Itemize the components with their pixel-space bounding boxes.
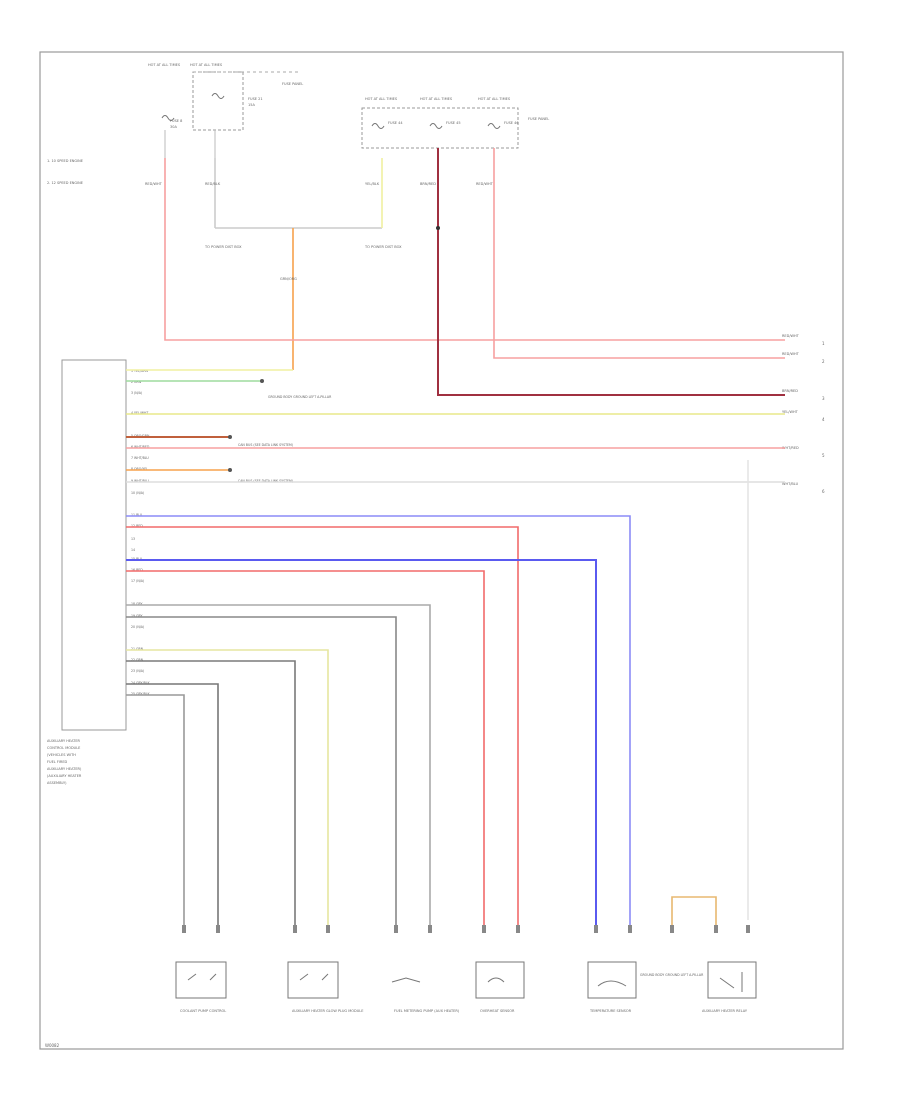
component-coolant-pump: COOLANT PUMP CONTROL	[175, 961, 227, 1013]
right-end-3-num: 3	[822, 396, 825, 401]
component-5-label: TEMPERATURE SENSOR	[589, 1009, 632, 1013]
fuse-2-name: FUSE 45	[446, 121, 461, 125]
bottom-ground-note: GROUND BODY GROUND LEFT A-PILLAR	[640, 973, 704, 977]
right-end-6-label: WHT/BLU	[782, 482, 799, 486]
fuse-b-top: HOT AT ALL TIMES	[190, 63, 223, 67]
wire-label-top-2: RED/BLK	[205, 182, 221, 186]
pin-23: 23 (N/A)	[131, 669, 144, 673]
pin-4: 4 YEL/WHT	[131, 411, 148, 415]
wire-label-top-5: RED/WHT	[476, 182, 494, 186]
component-glow-plug-module: AUXILIARY HEATER GLOW PLUG MODULE	[287, 961, 363, 1013]
right-end-3-label: BRN/RED	[782, 389, 798, 393]
component-fuel-metering-pump: FUEL METERING PUMP (AUX HEATER)	[391, 977, 460, 1013]
junction-left-label: TO POWER DIST BOX	[204, 245, 242, 249]
pin-8: 8 ORG/YEL	[131, 467, 148, 471]
pin-22: 22 GRN	[131, 658, 144, 662]
wire-label-top-1: RED/WHT	[145, 182, 163, 186]
wire-label-top-3: YEL/BLK	[365, 182, 380, 186]
left-fuse-panel: HOT AT ALL TIMES HOT AT ALL TIMES FUSE 8…	[148, 63, 303, 158]
module-label-5: AUXILIARY HEATER)	[47, 767, 82, 771]
junction-right-label: TO POWER DIST BOX	[364, 245, 402, 249]
component-2-label: AUXILIARY HEATER GLOW PLUG MODULE	[292, 1009, 363, 1013]
fuse-a-top: HOT AT ALL TIMES	[148, 63, 181, 67]
pin-2: 2 GRN	[131, 380, 142, 384]
pin-14: 14	[131, 548, 135, 552]
wire-label-top-6: GRN/ORG	[280, 277, 297, 281]
right-end-4-label: YEL/WHT	[782, 410, 799, 414]
fuse-a-name: FUSE 8	[170, 119, 182, 123]
right-end-4-num: 4	[822, 417, 825, 422]
pin-24: 24 GRY/BLK	[131, 681, 151, 685]
module-label-3: (VEHICLES WITH	[47, 753, 76, 757]
pin-10: 10 (N/A)	[131, 491, 144, 495]
right-fuse-panel-label: FUSE PANEL	[528, 117, 549, 121]
left-fuse-panel-label: FUSE PANEL	[282, 82, 303, 86]
pin-12: 12 RED	[131, 524, 143, 528]
fuse-1-name: FUSE 44	[388, 121, 403, 125]
pin-13: 13	[131, 537, 135, 541]
component-4-label: OVERHEAT SENSOR	[480, 1009, 515, 1013]
module-label-1: AUXILIARY HEATER	[47, 739, 81, 743]
fuse-b-rating: 15A	[248, 103, 255, 107]
can-bus-note-1: CAN BUS (SEE DATA LINK SYSTEM)	[238, 443, 293, 447]
wire-label-top-4: BRN/RED	[420, 182, 436, 186]
pin-19: 19 GRY	[131, 614, 143, 618]
component-1-label: COOLANT PUMP CONTROL	[180, 1009, 226, 1013]
top-wires: TO POWER DIST BOX TO POWER DIST BOX RED/…	[145, 148, 785, 396]
bottom-connectors	[182, 925, 750, 933]
right-end-5-label: WHT/RED	[782, 446, 799, 450]
fuse-1-top: HOT AT ALL TIMES	[365, 97, 398, 101]
pin-1: 1 YEL/GRN	[131, 369, 149, 373]
pin-9: 9 WHT/BLU	[131, 479, 149, 483]
pin-3: 3 (N/A)	[131, 391, 142, 395]
left-note-2: 2. 12 SPEED ENGINE	[47, 181, 83, 185]
right-end-2-num: 2	[822, 359, 825, 364]
right-end-2-label: RED/WHT	[782, 352, 800, 356]
module-label-4: FUEL FIRED	[47, 760, 68, 764]
right-end-5-num: 5	[822, 453, 825, 458]
right-end-6-num: 6	[822, 489, 825, 494]
can-bus-note-2: CAN BUS (SEE DATA LINK SYSTEM)	[238, 479, 293, 483]
module-pins: 1 YEL/GRN 2 GRN 3 (N/A) 4 YEL/WHT 5 ORG/…	[131, 369, 332, 696]
fuse-3-top: HOT AT ALL TIMES	[478, 97, 511, 101]
diagram-border	[39, 51, 844, 1050]
fuse-3-name: FUSE 46	[504, 121, 519, 125]
fuse-b-name: FUSE 21	[248, 97, 263, 101]
module-ground-note: GROUND BODY GROUND LEFT A-PILLAR	[268, 395, 332, 399]
pin-21: 21 GRN	[131, 647, 144, 651]
control-module: AUXILIARY HEATER CONTROL MODULE (VEHICLE…	[47, 359, 127, 785]
right-end-1-num: 1	[822, 341, 825, 346]
fuse-2-top: HOT AT ALL TIMES	[420, 97, 453, 101]
pin-20: 20 (N/A)	[131, 625, 144, 629]
module-wires	[126, 369, 785, 925]
component-temperature-sensor: TEMPERATURE SENSOR	[587, 961, 637, 1013]
right-end-1-label: RED/WHT	[782, 334, 800, 338]
left-notes: 1. 10 SPEED ENGINE 2. 12 SPEED ENGINE	[47, 159, 83, 185]
module-label-2: CONTROL MODULE	[47, 746, 80, 750]
pin-11: 11 BLU	[131, 513, 143, 517]
component-6-label: AUXILIARY HEATER RELAY	[702, 1009, 748, 1013]
component-relay: AUXILIARY HEATER RELAY GROUND BODY GROUN…	[640, 961, 757, 1013]
left-note-1: 1. 10 SPEED ENGINE	[47, 159, 83, 163]
diagram-code: W0082	[45, 1043, 60, 1048]
component-overheat-sensor: OVERHEAT SENSOR	[475, 961, 525, 1013]
pin-7: 7 WHT/BLU	[131, 456, 149, 460]
right-end-labels: RED/WHT 1 RED/WHT 2 BRN/RED 3 YEL/WHT 4 …	[782, 334, 825, 494]
pin-18: 18 GRY	[131, 602, 143, 606]
pin-17: 17 (N/A)	[131, 579, 144, 583]
pin-25: 25 GRY/BLK	[131, 692, 151, 696]
module-label-7: ASSEMBLY)	[47, 781, 67, 785]
component-3-label: FUEL METERING PUMP (AUX HEATER)	[394, 1009, 460, 1013]
right-fuse-panel: HOT AT ALL TIMES HOT AT ALL TIMES HOT AT…	[361, 97, 549, 149]
fuse-a-rating: 30A	[170, 125, 177, 129]
pin-6: 6 WHT/RED	[131, 445, 150, 449]
pin-16: 16 RED	[131, 568, 143, 572]
module-label-6: (AUXILIARY HEATER	[47, 774, 82, 778]
